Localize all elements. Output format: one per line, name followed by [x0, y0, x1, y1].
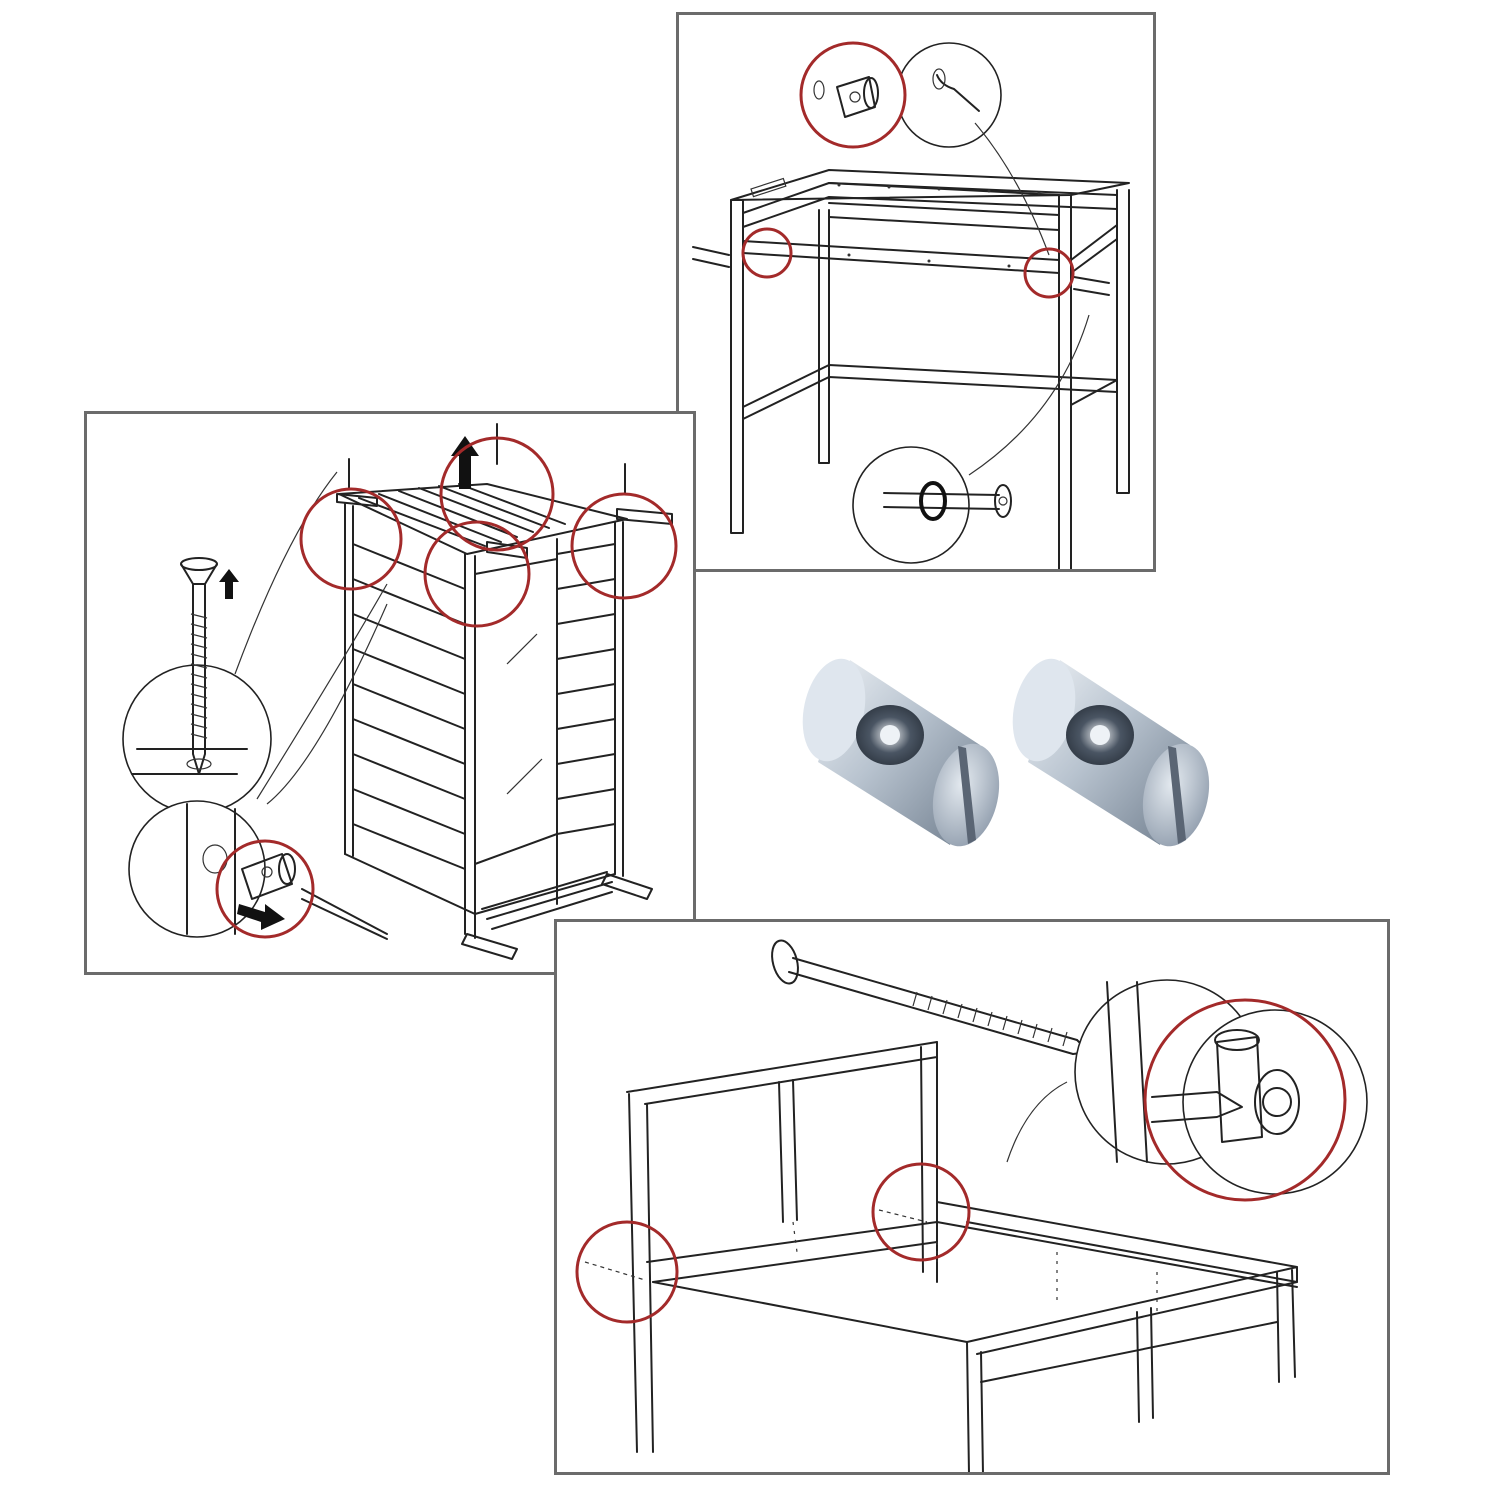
- arrow-up-icon: [219, 569, 239, 599]
- highlight-ring: [741, 227, 793, 279]
- barrel-nut-icon: [802, 658, 1000, 847]
- arrow-up-icon: [451, 436, 479, 489]
- highlight-ring: [423, 520, 531, 628]
- barrel-nut-icon: [813, 76, 879, 118]
- highlight-ring: [871, 1162, 971, 1262]
- highlight-ring: [799, 41, 907, 149]
- hex-key-icon: [932, 68, 980, 112]
- screwdriver-icon: [301, 888, 388, 940]
- barrel-nuts-photo: [790, 640, 1230, 860]
- barrel-nuts-illustration: [802, 658, 1210, 847]
- highlight-ring: [1023, 247, 1075, 299]
- screw-callout: [122, 557, 272, 814]
- screw-icon: [180, 557, 218, 775]
- loft-bed-assembly-diagram: [676, 12, 1156, 572]
- highlight-ring: [215, 839, 315, 939]
- double-bed-assembly-diagram: [554, 919, 1390, 1475]
- barrel-nut-callout: [128, 800, 388, 940]
- barrel-nut-icon: [241, 853, 296, 900]
- double-bed-frame: [584, 1041, 1298, 1472]
- screwdriver-icon: [1151, 1091, 1243, 1123]
- barrel-nut-callout: [800, 42, 1002, 148]
- loft-bed-drawing: [692, 41, 1130, 569]
- bolt-icon: [883, 481, 1012, 521]
- crib-assembly-diagram: [84, 411, 696, 975]
- crib-drawing: [122, 423, 678, 960]
- highlight-ring: [439, 436, 555, 552]
- arrow-right-icon: [237, 904, 285, 930]
- barrel-nut-callout: [1006, 979, 1368, 1195]
- barrel-nut-icon: [1214, 1029, 1300, 1143]
- highlight-ring: [1143, 998, 1347, 1202]
- double-bed-drawing: [575, 939, 1368, 1472]
- barrel-nut-icon: [1012, 658, 1210, 847]
- bolt-callout: [852, 446, 1012, 564]
- crib-frame: [336, 423, 673, 960]
- highlight-ring: [570, 492, 678, 600]
- highlight-ring: [575, 1220, 679, 1324]
- highlight-ring: [299, 487, 403, 591]
